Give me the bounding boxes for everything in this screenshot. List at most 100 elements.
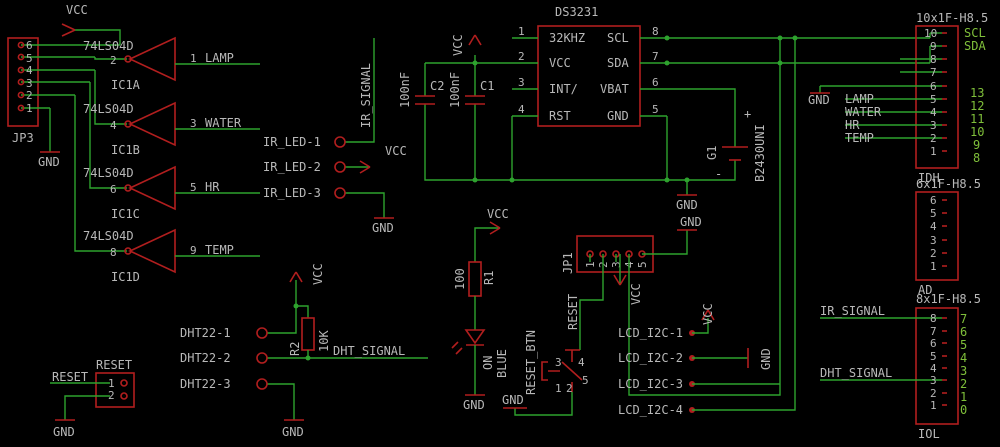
rtc-pin-1: 1: [518, 25, 525, 38]
led-vcc-label: VCC: [487, 207, 509, 221]
inverter-ic1c: 74LS04D 6 IC1C 5 HR: [83, 165, 260, 221]
vcc-arrow-icon: [61, 23, 76, 37]
iol-side-5: 5: [960, 338, 967, 352]
idh-side-12: 12: [970, 99, 984, 113]
jp1-gnd-label: GND: [680, 215, 702, 229]
rtc-vcc-label: VCC: [549, 56, 571, 70]
iol-body: [915, 307, 959, 425]
jp3-pin-2: 2: [26, 89, 33, 102]
vcc-arrow-icon: [289, 271, 303, 283]
rtc-vcc-power: VCC: [451, 34, 465, 56]
iol-side-0: 0: [960, 403, 967, 417]
inverter-ic1a: 74LS04D 2 IC1A 1 LAMP: [83, 36, 260, 92]
ic1c-part: 74LS04D: [83, 166, 134, 180]
lcd-pad-3: LCD_I2C-3: [618, 377, 683, 391]
inverter-icon: [128, 165, 176, 211]
ic1d-net: TEMP: [205, 243, 234, 257]
rtc-name: DS3231: [555, 5, 598, 19]
vcc-arrow-icon: [701, 309, 715, 321]
rtc-vbat-label: VBAT: [600, 82, 629, 96]
jp3-pin-4: 4: [26, 64, 33, 77]
ic1b-ref: IC1B: [111, 143, 140, 157]
idh-water-label: WATER: [845, 105, 882, 119]
iol-pin-6: 6: [930, 337, 937, 350]
battery-g1: + - G1 B2430UNI: [705, 107, 767, 182]
rtc-gnd-label: GND: [607, 109, 629, 123]
idh-pin-5: 5: [930, 93, 937, 106]
iol-side-1: 1: [960, 390, 967, 404]
iol-pin-5: 5: [930, 350, 937, 363]
push-button-icon: [541, 349, 583, 392]
dht-gnd-label: GND: [282, 425, 304, 439]
dht22-group: VCC R2 10K DHT_SIGNAL GND DHT22-1 DHT22-…: [180, 263, 428, 439]
rtc-body: [537, 25, 641, 127]
iol-side-6: 6: [960, 325, 967, 339]
reset-header: RESET 1 2 RESET GND: [50, 358, 135, 439]
iol-side-3: 3: [960, 364, 967, 378]
led-gnd-label: GND: [463, 398, 485, 412]
ad-body: [915, 191, 959, 281]
dht-signal-label: DHT_SIGNAL: [333, 344, 405, 358]
inverter-icon: [128, 228, 176, 274]
ic1d-part: 74LS04D: [83, 229, 134, 243]
idh-pin-4: 4: [930, 106, 937, 119]
reset-header-pin-1: 1: [108, 377, 115, 390]
lcd-vcc-label: VCC: [701, 303, 715, 325]
ad-header-type: 6x1F-H8.5: [916, 177, 981, 191]
idh-side-10: 10: [970, 125, 984, 139]
reset-btn-ref: RESET_BTN: [524, 330, 538, 395]
ad-pin-4: 4: [930, 220, 937, 233]
idh-pin-6: 6: [930, 80, 937, 93]
led-emission-icon: [451, 341, 463, 355]
jp3-header: 6 5 4 3 2 1 JP3 VCC GND: [7, 3, 127, 252]
r2-value: 10K: [317, 330, 331, 352]
ic1c-out-pin: 5: [190, 181, 197, 194]
jp3-pin-6: 6: [26, 39, 33, 52]
cap-c1-ref: C1: [480, 79, 494, 93]
idh-side-8: 8: [973, 151, 980, 165]
iol-side-2: 2: [960, 377, 967, 391]
dht-pad-2: [256, 352, 268, 364]
led-icon: [464, 329, 486, 346]
jp3-pin-3: 3: [26, 77, 33, 90]
lcd-pad-2: LCD_I2C-2: [618, 351, 683, 365]
reset-header-gnd-label: GND: [53, 425, 75, 439]
ir-gnd-label: GND: [372, 221, 394, 235]
idh-temp-label: TEMP: [845, 131, 874, 145]
idh-gnd-label: GND: [808, 93, 830, 107]
led-color: BLUE: [495, 349, 509, 378]
reset-button-switch: RESET_BTN RESET 3 4 1 2 5 GND: [502, 294, 589, 416]
jp1-pin-5: 5: [636, 261, 649, 268]
dht-pad-3: [256, 378, 268, 390]
iol-side-7: 7: [960, 312, 967, 326]
idh-pin-7: 7: [930, 66, 937, 79]
rtc-sda-label: SDA: [607, 56, 629, 70]
idh-header: 10x1F-H8.5 IDH GND 10 9 8 7 6 5: [808, 11, 988, 185]
ic1a-in-pin: 2: [110, 54, 117, 67]
iol-ir-signal-label: IR_SIGNAL: [820, 304, 885, 318]
ic1a-ref: IC1A: [111, 78, 141, 92]
ic1b-part: 74LS04D: [83, 102, 134, 116]
reset-btn-pin-1: 1: [555, 382, 562, 395]
jp1-name: JP1: [561, 252, 575, 274]
ir-pad-3-label: IR_LED-3: [263, 186, 321, 200]
jp3-gnd-label: GND: [38, 155, 60, 169]
idh-pin-10: 10: [924, 27, 937, 40]
ic1c-net: HR: [205, 180, 220, 194]
rtc-pin-5: 5: [652, 103, 659, 116]
idh-pin-9: 9: [930, 40, 937, 53]
ir-signal-label: IR_SIGNAL: [359, 63, 373, 128]
rtc-pin-4: 4: [518, 103, 525, 116]
rtc-pin-2: 2: [518, 50, 525, 63]
rtc-pin-3: 3: [518, 76, 525, 89]
jp1-pin-1: 1: [584, 261, 597, 268]
idh-pin-1: 1: [930, 145, 937, 158]
reset-btn-gnd-label: GND: [502, 393, 524, 407]
idh-hr-label: HR: [845, 118, 860, 132]
ir-pad-2: [334, 161, 346, 173]
iol-pin-8: 8: [930, 312, 937, 325]
iol-dht-signal-label: DHT_SIGNAL: [820, 366, 892, 380]
lcd-gnd-label: GND: [759, 348, 773, 370]
ir-led-group: IR_SIGNAL VCC GND IR_LED-1 IR_LED-2 IR_L…: [263, 38, 407, 235]
